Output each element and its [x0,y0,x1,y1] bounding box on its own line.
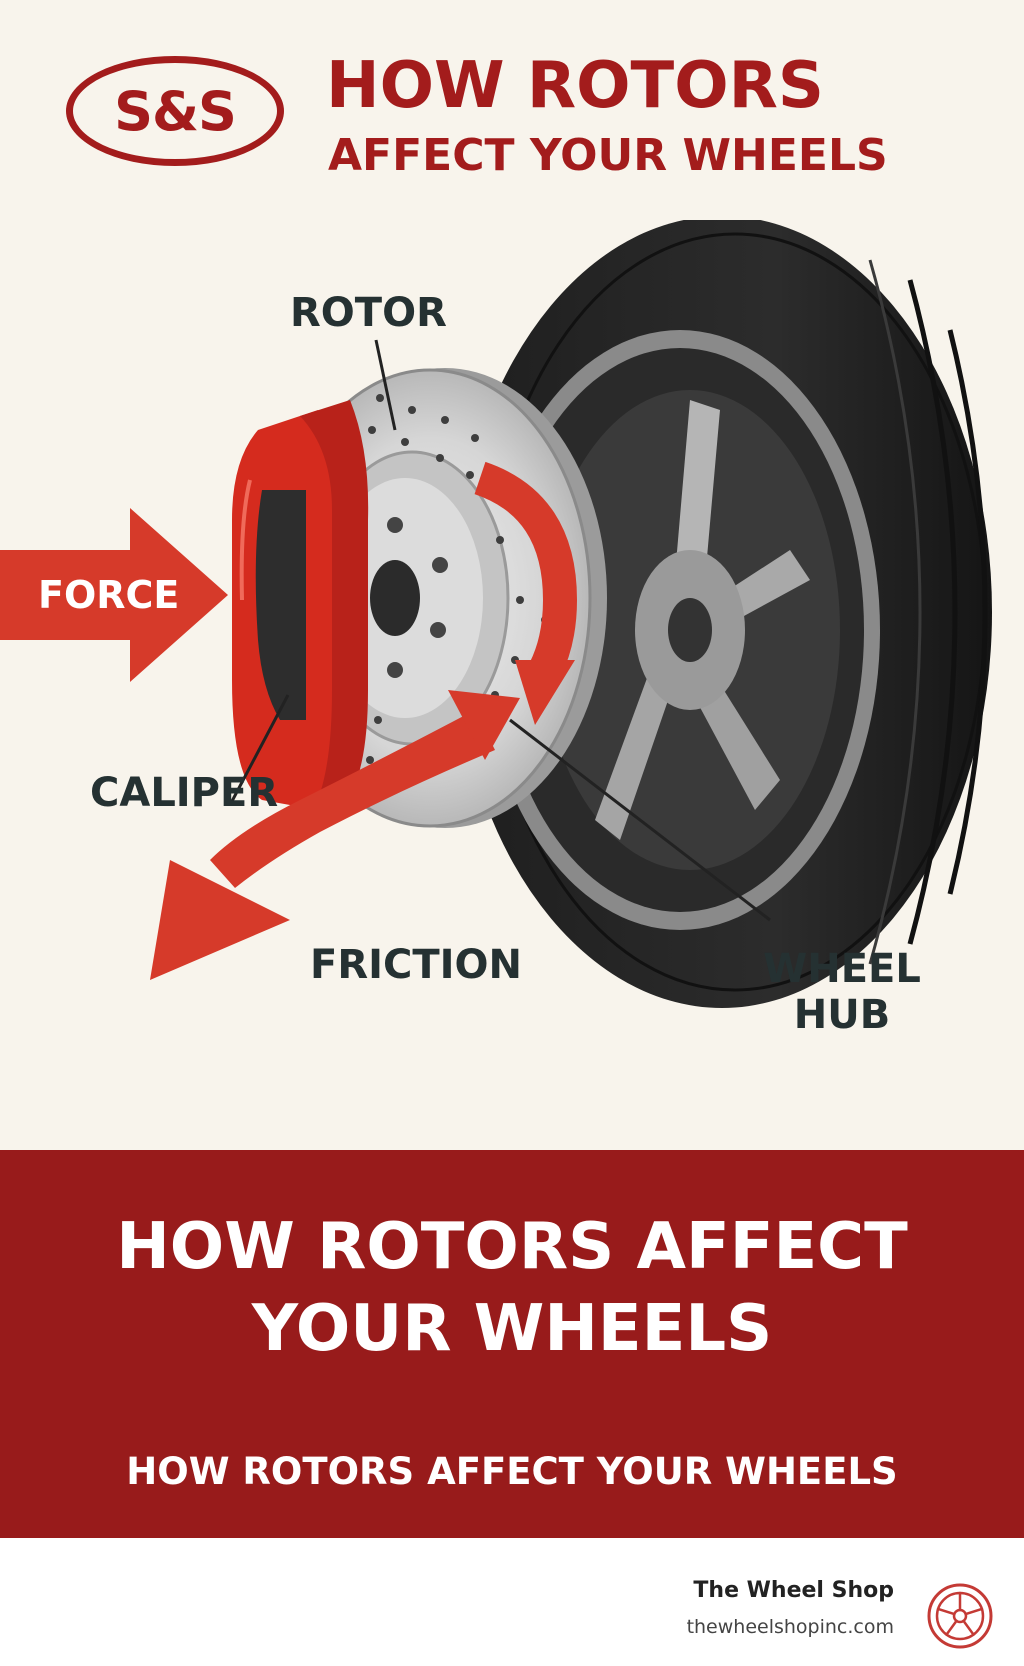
friction-arrow [150,690,520,980]
wheel-icon [927,1583,993,1649]
page-title: HOW ROTORS [326,49,824,123]
banner-title-line1: HOW ROTORS AFFECT [116,1210,908,1284]
logo-text: S&S [114,79,237,143]
footer: The Wheel Shop thewheelshopinc.com [0,1538,1024,1666]
tire [452,220,992,1008]
shop-url[interactable]: thewheelshopinc.com [686,1616,894,1638]
banner-title-line2: YOUR WHEELS [251,1292,773,1366]
friction-label: FRICTION [310,942,523,988]
rotation-arrow [474,461,578,725]
force-arrow [0,508,228,682]
caliper-label: CALIPER [90,770,279,816]
brand-logo: S&S [66,56,284,166]
force-label: FORCE [38,573,180,617]
banner-title: HOW ROTORS AFFECT YOUR WHEELS [0,1206,1024,1370]
header: S&S HOW ROTORS AFFECT YOUR WHEELS [0,0,1024,220]
banner-subtitle: HOW ROTORS AFFECT YOUR WHEELS [126,1450,898,1493]
summary-banner: HOW ROTORS AFFECT YOUR WHEELS HOW ROTORS… [0,1150,1024,1538]
wheel-hub-label-line1: WHEEL [763,946,921,992]
shop-name: The Wheel Shop [693,1578,894,1603]
page-subtitle: AFFECT YOUR WHEELS [328,130,888,181]
wheel-hub-label: WHEEL HUB [752,946,932,1038]
wheel-hub-label-line2: HUB [793,992,891,1038]
rotor-leader [374,339,397,431]
brake-diagram: ROTOR FORCE CALIPER FRICTION WHEEL HUB [0,220,1024,1150]
caliper [232,400,369,816]
rotor-label: ROTOR [290,290,447,336]
wheel-hub-leader [509,718,771,922]
brake-illustration [0,220,992,1008]
caliper-leader [228,694,290,806]
